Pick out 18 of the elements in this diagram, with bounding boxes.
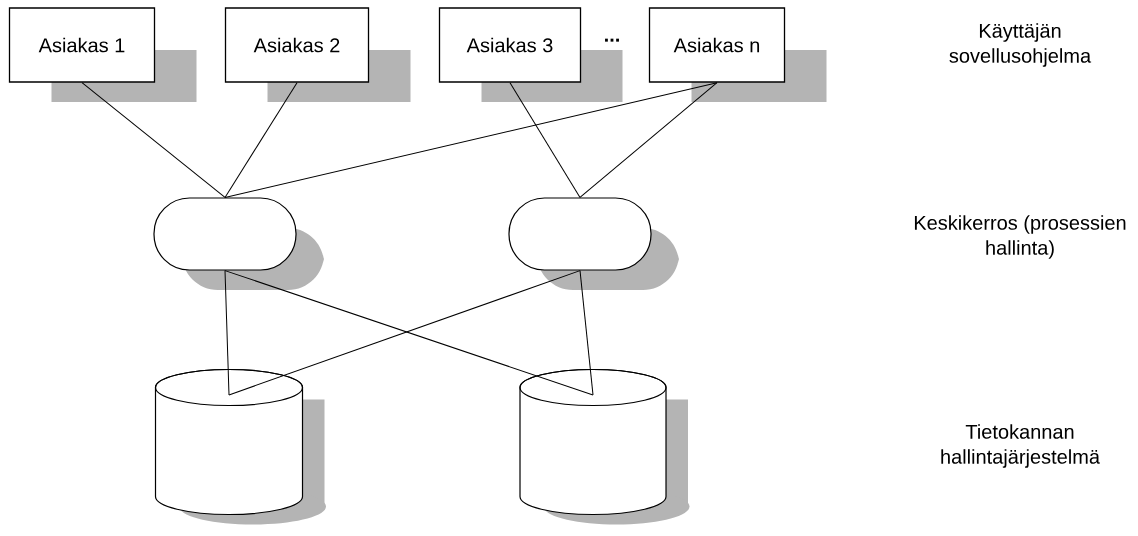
- client-box: Asiakas 1: [8, 7, 197, 102]
- client-box: Asiakas n: [648, 7, 827, 102]
- layer-label: Käyttäjän sovellusohjelma: [949, 23, 1092, 67]
- connector-line: [224, 270, 230, 396]
- client-box: Asiakas 2: [224, 7, 411, 102]
- connector-line: [509, 82, 581, 198]
- database-cylinder: [154, 368, 326, 525]
- connector-line: [224, 82, 298, 198]
- layer-label: Keskikerros (prosessien hallinta): [914, 215, 1126, 259]
- connector-line: [81, 82, 226, 198]
- database-cylinder: [519, 368, 690, 525]
- connector-line: [579, 270, 594, 396]
- layer-label: Tietokannan hallintajärjestelmä: [941, 424, 1100, 468]
- capsule-shape: [153, 197, 324, 290]
- connector-line: [579, 82, 718, 198]
- connector-line: [224, 82, 718, 198]
- ellipsis-text: ...: [605, 38, 619, 42]
- capsule-shape: [508, 197, 679, 290]
